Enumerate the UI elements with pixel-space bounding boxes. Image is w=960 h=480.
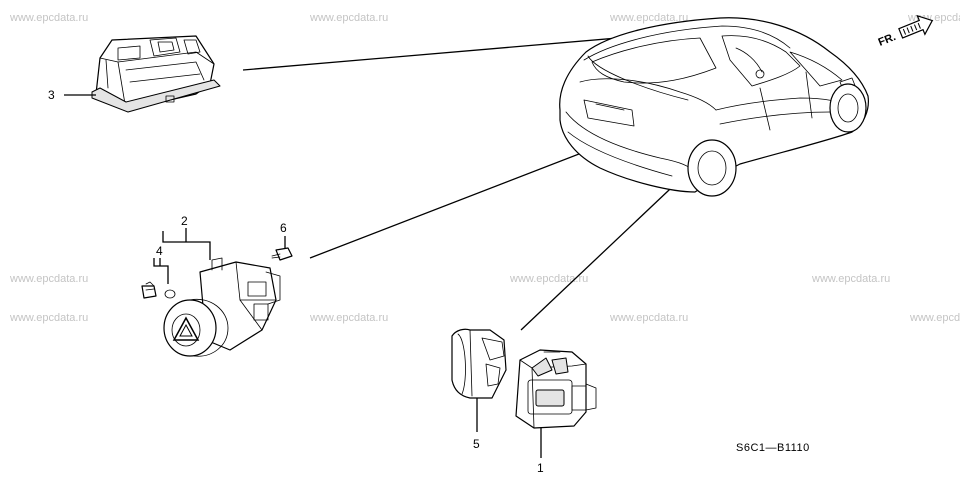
watermark: www.epcdata.ru — [309, 312, 388, 324]
part-3-light-housing — [91, 35, 221, 113]
watermark: www.epcdata.ru — [909, 312, 960, 324]
callout-4: 4 — [156, 244, 163, 258]
watermark: www.epcdata.ru — [9, 12, 88, 24]
watermark: www.epcdata.ru — [9, 273, 88, 285]
part-2-hazard-switch — [162, 228, 281, 357]
callout-1: 1 — [537, 461, 544, 475]
diagram-code: S6C1—B1110 — [736, 442, 810, 454]
watermark: www.epcdata.ru — [811, 273, 890, 285]
watermark: www.epcdata.ru — [609, 12, 688, 24]
car-body — [559, 17, 869, 193]
callout-6: 6 — [280, 221, 287, 235]
callout-2: 2 — [181, 214, 188, 228]
watermark: www.epcdata.ru — [509, 273, 588, 285]
part-5-cover — [451, 328, 507, 399]
front-wheel — [829, 83, 867, 133]
hazard-triangle-icon — [172, 316, 200, 341]
watermark: www.epcdata.ru — [309, 12, 388, 24]
part-1-mirror-switch — [515, 349, 597, 429]
watermark-layer: www.epcdata.ru www.epcdata.ru www.epcdat… — [9, 12, 960, 324]
direction-label: FR. — [877, 31, 898, 49]
watermark: www.epcdata.ru — [609, 312, 688, 324]
watermark: www.epcdata.ru — [9, 312, 88, 324]
rear-wheel — [687, 139, 737, 197]
part-4-screw — [141, 258, 176, 299]
car-illustration — [559, 17, 869, 197]
callout-5: 5 — [473, 437, 480, 451]
part-6-screw — [271, 236, 293, 261]
callout-3: 3 — [48, 88, 55, 102]
